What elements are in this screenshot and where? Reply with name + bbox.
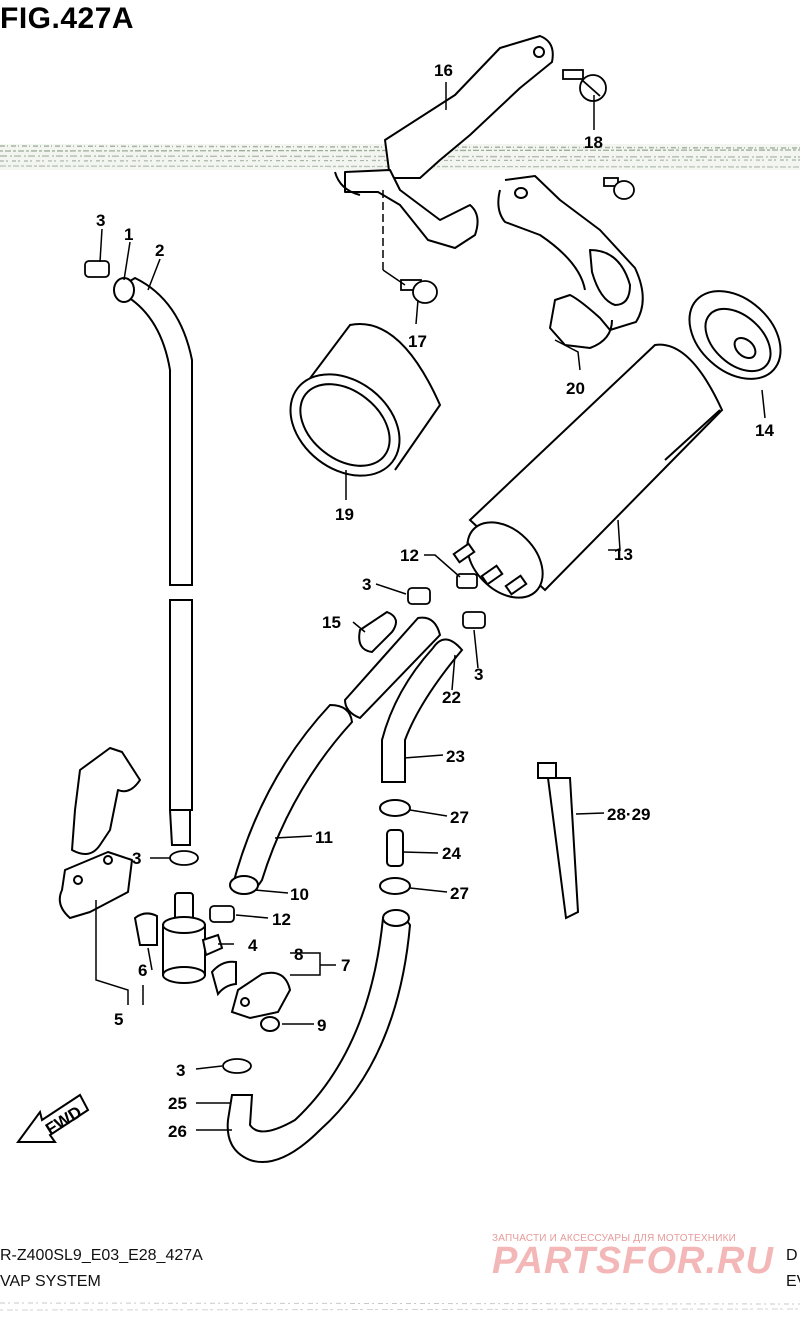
leader-lines xyxy=(95,82,766,1131)
callout-23: 23 xyxy=(446,747,465,766)
part-13-canister xyxy=(452,343,724,599)
part-17-bolt xyxy=(400,279,438,304)
part-24-27-joint xyxy=(379,799,411,895)
callout-3: 3 xyxy=(132,849,141,868)
part-22-23-hose xyxy=(381,638,464,783)
part-5-bracket xyxy=(58,747,141,919)
callout-10: 10 xyxy=(290,885,309,904)
callout-12: 12 xyxy=(400,546,419,565)
footer-system-name: VAP SYSTEM xyxy=(0,1273,101,1290)
watermark-logo: PARTSFOR.RU xyxy=(492,1240,774,1282)
callout-27: 27 xyxy=(450,808,469,827)
callout-27: 27 xyxy=(450,884,469,903)
callout-25: 25 xyxy=(168,1094,187,1113)
part-20-bracket xyxy=(497,175,644,349)
callout-1: 1 xyxy=(124,225,133,244)
part-15-hose xyxy=(358,610,397,654)
part-18-bolts xyxy=(562,69,635,200)
callout-8: 8 xyxy=(294,945,303,964)
callout-5: 5 xyxy=(114,1010,123,1029)
callout-19: 19 xyxy=(335,505,354,524)
callout-labels: 3 1 2 16 18 17 20 14 19 13 12 3 15 3 22 … xyxy=(96,61,774,1141)
callout-12: 12 xyxy=(272,910,291,929)
callout-14: 14 xyxy=(755,421,774,440)
part-25-26-hose xyxy=(226,909,412,1163)
footer-right-top: D xyxy=(786,1247,798,1264)
part-19-sleeve xyxy=(289,323,442,477)
callout-3: 3 xyxy=(96,211,105,230)
callout-6: 6 xyxy=(138,961,147,980)
upper-clips xyxy=(407,573,486,629)
callout-3: 3 xyxy=(176,1061,185,1080)
bottom-noise-band xyxy=(0,1302,800,1311)
callout-9: 9 xyxy=(317,1016,326,1035)
callout-26: 26 xyxy=(168,1122,187,1141)
callout-28-29: 28·29 xyxy=(607,805,650,824)
footer-right-bottom: EV xyxy=(786,1273,800,1290)
watermark-subtitle: ЗАПЧАСТИ И АКСЕССУАРЫ ДЛЯ МОТОТЕХНИКИ xyxy=(492,1233,737,1244)
callout-3: 3 xyxy=(362,575,371,594)
part-16-bracket xyxy=(334,35,554,249)
callout-4: 4 xyxy=(248,936,258,955)
figure-title: FIG.427A xyxy=(0,2,135,35)
callout-22: 22 xyxy=(442,688,461,707)
callout-18: 18 xyxy=(584,133,603,152)
callout-11: 11 xyxy=(315,828,333,847)
clip-12-lower xyxy=(209,905,235,923)
callout-16: 16 xyxy=(434,61,453,80)
footer-diagram-code: R-Z400SL9_E03_E28_427A xyxy=(0,1247,203,1264)
callout-3: 3 xyxy=(474,665,483,684)
callout-13: 13 xyxy=(614,545,633,564)
callout-17: 17 xyxy=(408,332,427,351)
callout-20: 20 xyxy=(566,379,585,398)
part-10-11-hose xyxy=(229,616,442,895)
callout-7: 7 xyxy=(341,956,350,975)
lower-clips xyxy=(84,260,252,1074)
part-1-2-hose xyxy=(112,276,193,846)
callout-2: 2 xyxy=(155,241,164,260)
callout-15: 15 xyxy=(322,613,341,632)
part-28-29-tie xyxy=(537,762,580,920)
part-14-cap xyxy=(688,290,782,380)
part-4-joint xyxy=(133,892,224,984)
part-7-8-9-clamp xyxy=(210,960,292,1032)
fwd-arrow: FWD xyxy=(16,1093,90,1143)
callout-24: 24 xyxy=(442,844,461,863)
